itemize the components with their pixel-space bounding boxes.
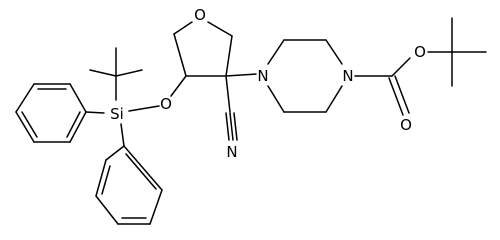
bond-phb-5 [149,189,163,225]
bond-nitrile-triple-1 [225,112,230,141]
bond-ring-c2-c3 [173,33,187,77]
atom-piperazine-n4: N [342,67,353,85]
atom-label-piperazine-n1: N [257,67,268,85]
bond-carbonyl-double-2 [394,75,410,114]
atom-nitrile-nitrogen: N [226,143,237,161]
bond-carbonyl-c-ester-o [391,57,411,77]
atom-ring-oxygen: O [194,6,206,24]
atom-label-nitrile-nitrogen: N [226,143,237,161]
bond-ring-o-c2 [173,21,193,35]
bond-phl-4 [15,111,35,143]
bond-si-phenyl-left [85,111,105,114]
bonds [15,17,487,225]
atom-label-ring-oxygen: O [194,6,206,24]
bond-phl-1 [69,83,87,113]
bond-pip-c6-n1 [267,85,285,113]
bond-phl-double-c [66,111,81,138]
atom-ether-oxygen: O [160,95,172,113]
bond-tbu-methyl-right [115,69,143,77]
bond-pip-c3-n4 [325,39,343,65]
bond-ring-o-c5 [207,21,233,37]
bond-ring-c5-c4 [225,35,233,77]
atom-label-ether-oxygen: O [160,95,172,113]
atom-label-piperazine-n4: N [342,67,353,85]
bond-pip-n1-c2 [267,39,285,65]
bond-ether-o-si [128,105,160,112]
bond-c4-piperazine-n1 [225,73,257,77]
bond-phb-2 [95,159,107,197]
atom-label-ester-oxygen: O [414,43,426,61]
bond-phl-double-b [21,111,38,138]
atom-label-carbonyl-oxygen: O [400,116,412,134]
bond-phb-double-a [101,165,111,195]
atom-piperazine-n1: N [257,67,268,85]
bond-phb-6 [123,145,163,191]
bond-phb-3 [95,195,119,225]
bond-phb-1 [105,145,125,161]
bond-pip-n4-c5 [325,85,343,113]
bond-c4-nitrile-c [225,75,231,113]
atom-silicon: Si [110,105,124,123]
bond-si-phenyl-bottom [120,123,125,147]
bond-phb-double-c [125,153,157,190]
atom-ester-oxygen: O [414,43,426,61]
bond-nitrile-triple-3 [233,112,238,141]
bond-tbu-methyl-left [89,69,117,77]
atom-carbonyl-oxygen: O [400,116,412,134]
bond-nitrile-triple-2 [229,112,234,141]
bond-c3-ether-o [170,75,187,97]
atom-label-silicon: Si [110,105,124,123]
bond-phl-3 [15,83,35,113]
bond-carbonyl-double-1 [388,77,404,116]
bond-phl-6 [69,111,87,143]
